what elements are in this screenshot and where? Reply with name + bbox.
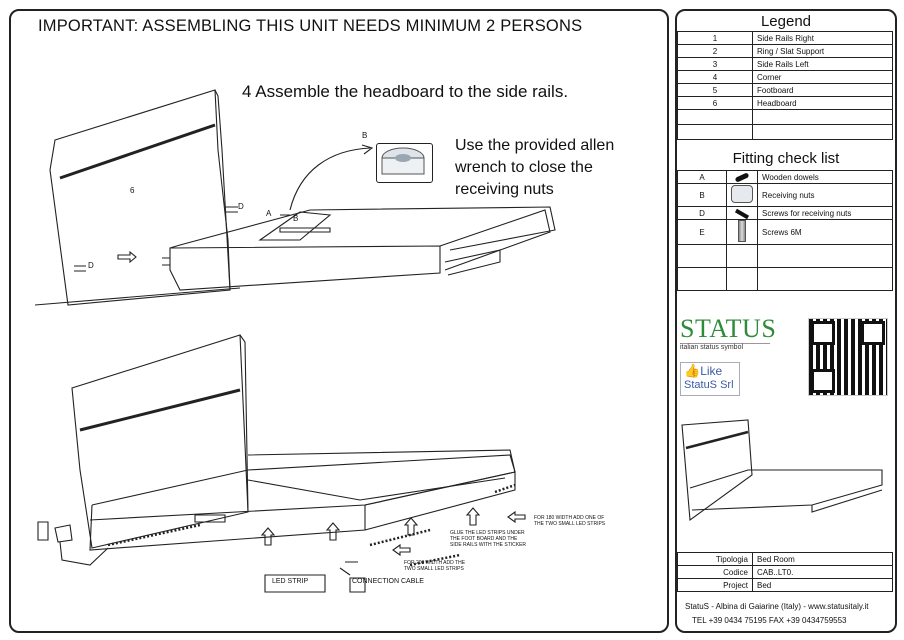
width-200-instruction: FOR 200 WIDTH ADD THE TWO SMALL LED STRI… — [404, 560, 466, 572]
note-line-2: wrench to close the — [455, 159, 593, 176]
dowel-icon — [726, 170, 758, 184]
thumbs-up-icon: 👍 — [684, 363, 701, 378]
like-label: Like — [700, 364, 723, 378]
info-label: Codice — [677, 565, 753, 579]
connection-cable-label: CONNECTION CABLE — [352, 578, 424, 585]
nut-illustration — [381, 147, 425, 175]
allen-wrench-note: Use the provided allen wrench to close t… — [455, 135, 614, 201]
callout-d-2: D — [88, 261, 94, 270]
part-6-label: 6 — [130, 186, 135, 195]
status-logo-text: STATUS — [680, 314, 777, 343]
checklist-row: A Wooden dowels — [677, 170, 893, 184]
status-tagline: italian status symbol — [680, 343, 770, 351]
legend-label: Ring / Slat Support — [752, 44, 893, 58]
info-value: Bed — [752, 578, 893, 592]
legend-num: 6 — [677, 96, 753, 110]
info-label: Project — [677, 578, 753, 592]
bolt-icon — [726, 219, 758, 245]
checklist-code: D — [677, 206, 727, 220]
drawing-frame — [9, 9, 669, 633]
checklist-code: E — [677, 219, 727, 245]
callout-a: A — [266, 209, 272, 218]
headboard-upper — [49, 89, 231, 306]
legend-num: 5 — [677, 83, 753, 97]
qr-code[interactable] — [808, 318, 888, 396]
callout-b: B — [293, 214, 299, 223]
inset-label-b: B — [362, 131, 368, 140]
callout-d-1: D — [238, 202, 244, 211]
width-180-instruction: FOR 180 WIDTH ADD ONE OF THE TWO SMALL L… — [534, 515, 606, 527]
checklist-code: A — [677, 170, 727, 184]
legend-label: Corner — [752, 70, 893, 84]
info-label: Tipologia — [677, 552, 753, 566]
checklist-label: Receiving nuts — [757, 183, 893, 207]
legend-num: 4 — [677, 70, 753, 84]
status-logo: STATUS italian status symbol — [680, 314, 777, 355]
checklist-title: Fitting check list — [732, 150, 840, 167]
legend-empty-row — [677, 109, 893, 125]
checklist-empty-row — [677, 244, 893, 268]
checklist-empty-row — [677, 267, 893, 291]
legend-num: 1 — [677, 31, 753, 45]
note-line-1: Use the provided allen — [455, 137, 615, 154]
checklist-row: B Receiving nuts — [677, 183, 893, 207]
legend-label: Footboard — [752, 83, 893, 97]
legend-label: Side Rails Left — [752, 57, 893, 71]
footer-phone: TEL +39 0434 75195 FAX +39 0434759553 — [692, 616, 847, 625]
screw-icon — [726, 206, 758, 220]
led-strip-label: LED STRIP — [272, 578, 309, 585]
checklist-code: B — [677, 183, 727, 207]
page-title: IMPORTANT: ASSEMBLING THIS UNIT NEEDS MI… — [38, 17, 583, 35]
fb-name: StatuS Srl — [684, 379, 734, 391]
step-instruction: 4 Assemble the headboard to the side rai… — [242, 82, 569, 101]
checklist-row: D Screws for receiving nuts — [677, 206, 893, 220]
info-value: CAB..LT0. — [752, 565, 893, 579]
thumbnail-bed — [681, 419, 753, 522]
legend-num: 2 — [677, 44, 753, 58]
checklist-label: Screws 6M — [757, 219, 893, 245]
checklist-row: E Screws 6M — [677, 219, 893, 245]
info-value: Bed Room — [752, 552, 893, 566]
side-rail-upper — [169, 245, 441, 291]
glue-instruction: GLUE THE LED STRIPS UNDER THE FOOT BOARD… — [450, 530, 527, 548]
checklist-label: Wooden dowels — [757, 170, 893, 184]
footer-address: StatuS - Albina di Gaiarine (Italy) - ww… — [685, 602, 869, 611]
legend-title: Legend — [760, 13, 812, 30]
bed-frame-lower — [89, 454, 516, 521]
legend-label: Side Rails Right — [752, 31, 893, 45]
checklist-label: Screws for receiving nuts — [757, 206, 893, 220]
note-line-3: receiving nuts — [455, 181, 554, 198]
facebook-like-badge[interactable]: 👍 Like StatuS Srl — [680, 362, 740, 396]
legend-num: 3 — [677, 57, 753, 71]
nut-icon — [726, 183, 758, 207]
legend-label: Headboard — [752, 96, 893, 110]
legend-empty-row — [677, 124, 893, 140]
